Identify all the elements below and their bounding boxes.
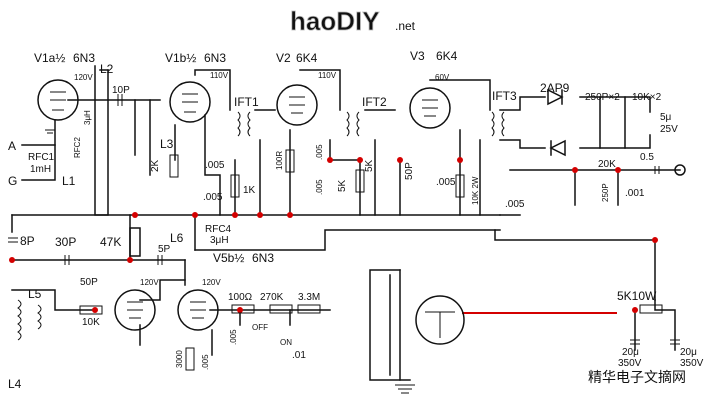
tube-v5b — [177, 289, 219, 331]
switch-on-label: ON — [280, 338, 292, 347]
watermark-brand: haoDIY — [290, 6, 380, 36]
switch-off-label: OFF — [252, 323, 268, 332]
voltage-osc1: 120V — [140, 278, 159, 287]
value-c005c: .005 — [315, 144, 324, 160]
value-c005a: .005 — [205, 160, 225, 171]
tuning-eye-tube — [415, 295, 465, 345]
value-r270k: 270K — [260, 292, 284, 303]
wiring — [11, 65, 681, 381]
value-c20ua: 20μ — [622, 347, 639, 358]
tube-v3-label: V3 — [410, 49, 425, 63]
value-r5k: 5K — [337, 179, 348, 192]
value-r47k: 47K — [100, 235, 121, 249]
value-r100: 100Ω — [228, 292, 253, 303]
part-labels: L2 L1 L3 L6 L5 L4 IFT1 IFT2 IFT3 2AP9 RF… — [8, 62, 570, 391]
value-c50pa: 50P — [404, 162, 415, 180]
tube-v5b-type: 6N3 — [252, 251, 274, 265]
label-rfc2-val: 3μH — [83, 110, 92, 125]
value-v25: 25V — [660, 124, 678, 135]
tube-v1b — [169, 81, 211, 123]
label-l1: L1 — [62, 174, 76, 188]
label-l2: L2 — [100, 62, 114, 76]
label-l4: L4 — [8, 377, 22, 391]
voltage-v1a: 120V — [74, 73, 93, 82]
watermark-footer: 精华电子文摘网 — [588, 369, 686, 385]
voltage-v2: 110V — [318, 71, 337, 80]
label-l6: L6 — [170, 231, 184, 245]
tube-v1a — [37, 79, 79, 121]
value-r10k2: 10K×2 — [632, 92, 662, 103]
value-v350a: 350V — [618, 358, 642, 369]
voltage-labels: 120V 110V 110V 60V 120V 120V — [74, 71, 450, 287]
value-r3000: 3000 — [175, 350, 184, 368]
value-r5ka: 5K — [364, 159, 375, 172]
tube-labels: V1a½ 6N3 V1b½ 6N3 V2 6K4 V3 6K4 V5b½ 6N3 — [34, 49, 458, 265]
value-r10k2w: 10K 2W — [471, 176, 480, 205]
value-c30p: 30P — [55, 235, 76, 249]
label-l5: L5 — [28, 287, 42, 301]
label-diode: 2AP9 — [540, 81, 570, 95]
label-rfc1: RFC1 — [28, 152, 55, 163]
voltage-v1b: 110V — [210, 71, 229, 80]
value-c20ub: 20μ — [680, 347, 697, 358]
value-r5k10w: 5K10W — [617, 289, 657, 303]
tube-v5b-label: V5b½ — [213, 251, 244, 265]
value-c250p2: 250P×2 — [585, 92, 620, 103]
component-values: 10P 2K .005 .005 1K 100R .005 .005 5K 5K… — [20, 85, 704, 370]
component-symbols — [8, 88, 686, 394]
tube-v3-type: 6K4 — [436, 49, 458, 63]
label-ift1: IFT1 — [234, 95, 259, 109]
voltage-osc2: 120V — [202, 278, 221, 287]
value-c005g: .005 — [229, 329, 238, 345]
watermark-suffix: .net — [395, 19, 416, 33]
label-rfc4: RFC4 — [205, 224, 232, 235]
tube-v3 — [409, 87, 451, 129]
label-rfc4-val: 3μH — [210, 235, 229, 246]
tube-osc-left — [114, 289, 156, 331]
value-c005h: .005 — [201, 354, 210, 370]
junction-dots — [9, 157, 658, 313]
input-a-label: A — [8, 139, 16, 153]
label-rfc2: RFC2 — [73, 137, 82, 158]
label-l3: L3 — [160, 137, 174, 151]
value-r2k: 2K — [150, 159, 161, 172]
value-c10p: 10P — [112, 85, 130, 96]
tube-v1b-type: 6N3 — [204, 51, 226, 65]
value-r1k: 1K — [243, 185, 256, 196]
value-r33m: 3.3M — [298, 292, 320, 303]
value-c005b: .005 — [203, 192, 223, 203]
input-g-label: G — [8, 174, 17, 188]
label-ift2: IFT2 — [362, 95, 387, 109]
voltage-v3: 60V — [435, 73, 450, 82]
tube-v1a-type: 6N3 — [73, 51, 95, 65]
tube-v1b-label: V1b½ — [165, 51, 196, 65]
value-c005e: .005 — [436, 177, 456, 188]
value-c250p: 250P — [601, 183, 610, 202]
value-r10kb: 10K — [82, 317, 100, 328]
value-c50pb: 50P — [80, 277, 98, 288]
tube-v2-type: 6K4 — [296, 51, 318, 65]
tube-v2-label: V2 — [276, 51, 291, 65]
tube-v1a-label: V1a½ — [34, 51, 65, 65]
value-r100r: 100R — [275, 151, 284, 170]
value-v350b: 350V — [680, 358, 704, 369]
watermark: haoDIY .net 精华电子文摘网 — [290, 6, 686, 385]
value-c001: .001 — [625, 188, 645, 199]
value-c5u: 5μ — [660, 112, 672, 123]
label-rfc1-val: 1mH — [30, 164, 51, 175]
value-r20k: 20K — [598, 159, 616, 170]
value-c8p: 8P — [20, 234, 35, 248]
label-ift3: IFT3 — [492, 89, 517, 103]
value-c05: 0.5 — [640, 152, 654, 163]
value-c005d: .005 — [315, 179, 324, 195]
value-c5p: 5P — [158, 244, 171, 255]
value-c01: .01 — [292, 350, 306, 361]
tube-v2 — [276, 84, 318, 126]
value-c005f: .005 — [505, 199, 525, 210]
